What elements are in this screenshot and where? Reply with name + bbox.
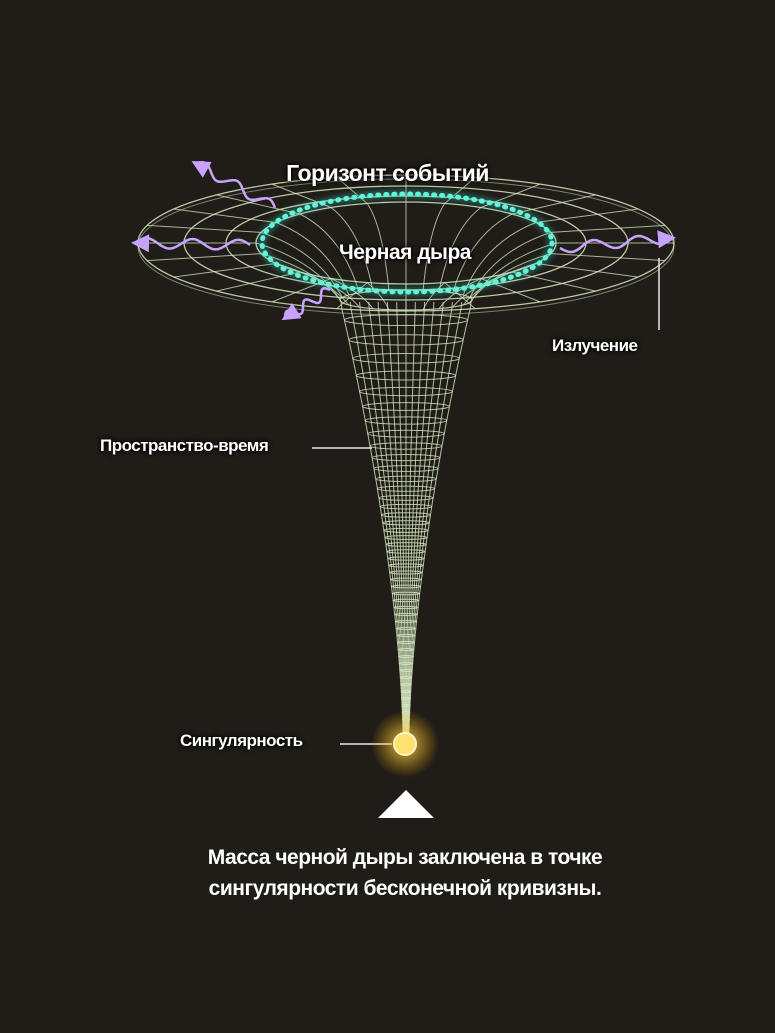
radiation-arrow-left [134,236,251,251]
throat-vertical-line [406,301,435,734]
throat-vertical-line [349,301,404,735]
disk-radial-line [422,176,476,291]
arrowhead-icon [657,230,676,249]
throat-vertical-line [377,301,406,734]
radiation-label: Излучение [552,336,638,355]
disk-radial-line [462,208,639,296]
up-triangle-icon [378,790,434,818]
throat-vertical-line [359,301,405,734]
radiation-arrows [131,160,676,321]
disk-radial-line [271,183,374,292]
throat-vertical-line [368,301,405,735]
black-hole-label: Черная дыра [339,241,471,264]
radiation-arrow-right [559,234,673,254]
throat-vertical-line [408,301,472,735]
radiation-arrow-top-left [194,160,277,209]
throat-vertical-line [386,301,406,734]
disk-radial-line [216,194,360,294]
caption-line-2: сингулярности бесконечной кривизны. [208,877,602,900]
disk-radial-line [452,194,596,294]
disk-radial-line [438,183,541,292]
arrowhead-icon [131,234,150,253]
throat-vertical-line [406,301,426,734]
throat-vertical-line [407,301,444,735]
event-horizon-ring [259,191,555,295]
arrowhead-icon [191,161,212,178]
disk-radial-line [336,176,390,291]
singularity-point [393,732,417,756]
event-horizon-label: Горизонт событий [286,160,489,186]
throat-vertical-line [407,301,453,734]
caption: Масса черной дыры заключена в точке синг… [0,842,775,904]
singularity-label: Сингулярность [180,731,303,750]
throat-vertical-line [396,301,407,734]
throat-vertical-line [405,301,416,734]
arrowhead-icon [281,303,302,321]
spacetime-label: Пространство-время [100,436,269,455]
caption-line-1: Масса черной дыры заключена в точке [207,846,603,869]
throat-vertical-line [408,301,463,735]
throat-vertical-line [340,301,404,735]
